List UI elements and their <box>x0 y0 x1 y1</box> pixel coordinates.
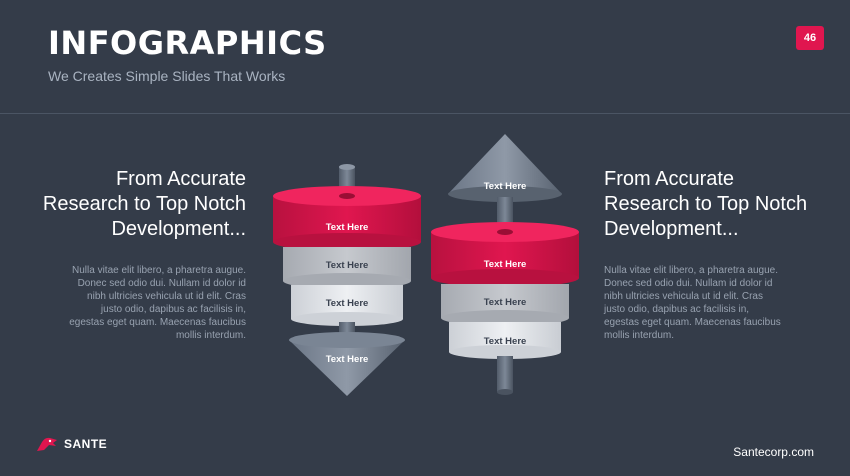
right-body-line: justo odio, dapibus ac facilisis in, <box>604 304 750 315</box>
right-body-line: Nulla vitae elit libero, a pharetra augu… <box>604 265 778 276</box>
slide-title: INFOGRAPHICS <box>48 24 327 62</box>
right-segment-label: Text Here <box>484 297 527 308</box>
left-cone-down <box>289 332 405 396</box>
right-bottom-rod-cap <box>497 389 513 395</box>
right-stack: Text Here Text Here Text Here Text Here <box>431 134 579 395</box>
website-link[interactable]: Santecorp.com <box>733 445 814 459</box>
left-segment-red <box>273 186 421 251</box>
left-body-line: nibh ultricies vehicula ut id elit. Cras <box>87 291 246 302</box>
right-heading-line: Development... <box>604 218 739 240</box>
right-cone-label: Text Here <box>484 181 527 192</box>
right-heading-line: Research to Top Notch <box>604 193 808 215</box>
left-cone-label: Text Here <box>326 354 369 365</box>
right-heading: From Accurate Research to Top Notch Deve… <box>604 167 824 242</box>
left-body-text: Nulla vitae elit libero, a pharetra augu… <box>36 264 246 342</box>
right-body-line: nibh ultricies vehicula ut id elit. Cras <box>604 291 763 302</box>
right-heading-line: From Accurate <box>604 168 735 190</box>
left-body-line: egestas eget quam. Maecenas faucibus <box>69 317 246 328</box>
right-segment-label: Text Here <box>484 259 527 270</box>
left-heading-line: From Accurate <box>115 168 246 190</box>
left-stack: Text Here Text Here Text Here Text Here <box>273 164 421 396</box>
header-divider <box>0 113 850 114</box>
left-body-line: justo odio, dapibus ac facilisis in, <box>100 304 246 315</box>
left-segment-label: Text Here <box>326 222 369 233</box>
left-heading: From Accurate Research to Top Notch Deve… <box>26 167 246 242</box>
right-body-line: mollis interdum. <box>604 330 675 341</box>
left-segment-label: Text Here <box>326 298 369 309</box>
left-body-line: Nulla vitae elit libero, a pharetra augu… <box>72 265 246 276</box>
page-number-badge: 46 <box>796 26 824 50</box>
sante-logo-icon <box>37 437 57 451</box>
right-body-line: egestas eget quam. Maecenas faucibus <box>604 317 781 328</box>
left-heading-line: Research to Top Notch <box>42 193 246 215</box>
left-segment-label: Text Here <box>326 260 369 271</box>
slide-subtitle: We Creates Simple Slides That Works <box>48 68 286 84</box>
logo-text: SANTE <box>64 437 108 451</box>
right-segment-red <box>431 222 579 287</box>
right-body-text: Nulla vitae elit libero, a pharetra augu… <box>604 264 814 342</box>
left-top-rod-cap <box>339 164 355 170</box>
right-segment-label: Text Here <box>484 336 527 347</box>
right-bottom-rod <box>497 356 513 392</box>
left-body-line: mollis interdum. <box>175 330 246 341</box>
left-heading-line: Development... <box>111 218 246 240</box>
right-body-line: Donec sed odio dui. Nullam id dolor id <box>604 278 773 289</box>
right-cone-up <box>448 134 562 202</box>
left-segment-light <box>291 285 403 326</box>
left-body-line: Donec sed odio dui. Nullam id dolor id <box>77 278 246 289</box>
sante-logo: SANTE <box>34 434 107 454</box>
left-segment-gray <box>283 247 411 289</box>
right-segment-light <box>449 322 561 359</box>
